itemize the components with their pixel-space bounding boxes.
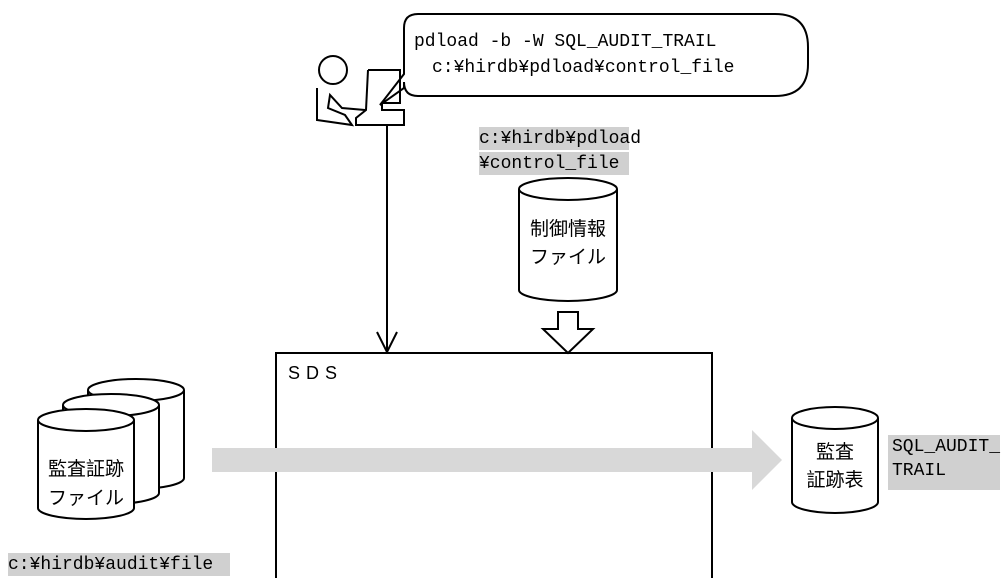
command-arrow <box>376 125 398 355</box>
control-input-arrow <box>540 311 596 355</box>
audit-file-label-line-2: ファイル <box>47 487 124 509</box>
audit-table-label-line-2: 証跡表 <box>806 469 864 491</box>
command-line-2: c:¥hirdb¥pdload¥control_file <box>432 58 735 78</box>
audit-file-label-line-1: 監査証跡 <box>47 458 124 480</box>
audit-table-name-line-1: SQL_AUDIT_ <box>892 437 1001 457</box>
control-file-cylinder <box>518 177 618 302</box>
audit-table-name-line-2: TRAIL <box>892 461 947 481</box>
user-at-terminal-icon <box>316 55 405 127</box>
control-file-path-line-2: ¥control_file <box>479 152 629 175</box>
control-file-path-line-1: c:¥hirdb¥pdload <box>479 127 642 150</box>
audit-file-path: c:¥hirdb¥audit¥file <box>8 553 230 576</box>
command-bubble <box>379 13 809 106</box>
audit-trail-file-stack <box>37 378 185 520</box>
audit-table-cylinder <box>791 406 879 514</box>
sds-label: SDS <box>288 363 344 383</box>
control-file-label-line-1: 制御情報 <box>529 218 606 240</box>
audit-table-label-line-1: 監査 <box>815 441 854 463</box>
command-line-1: pdload -b -W SQL_AUDIT_TRAIL <box>414 32 717 52</box>
control-file-label-line-2: ファイル <box>529 246 606 268</box>
flow-arrow <box>212 430 782 490</box>
audit-table-name: SQL_AUDIT_ TRAIL <box>888 435 1000 490</box>
